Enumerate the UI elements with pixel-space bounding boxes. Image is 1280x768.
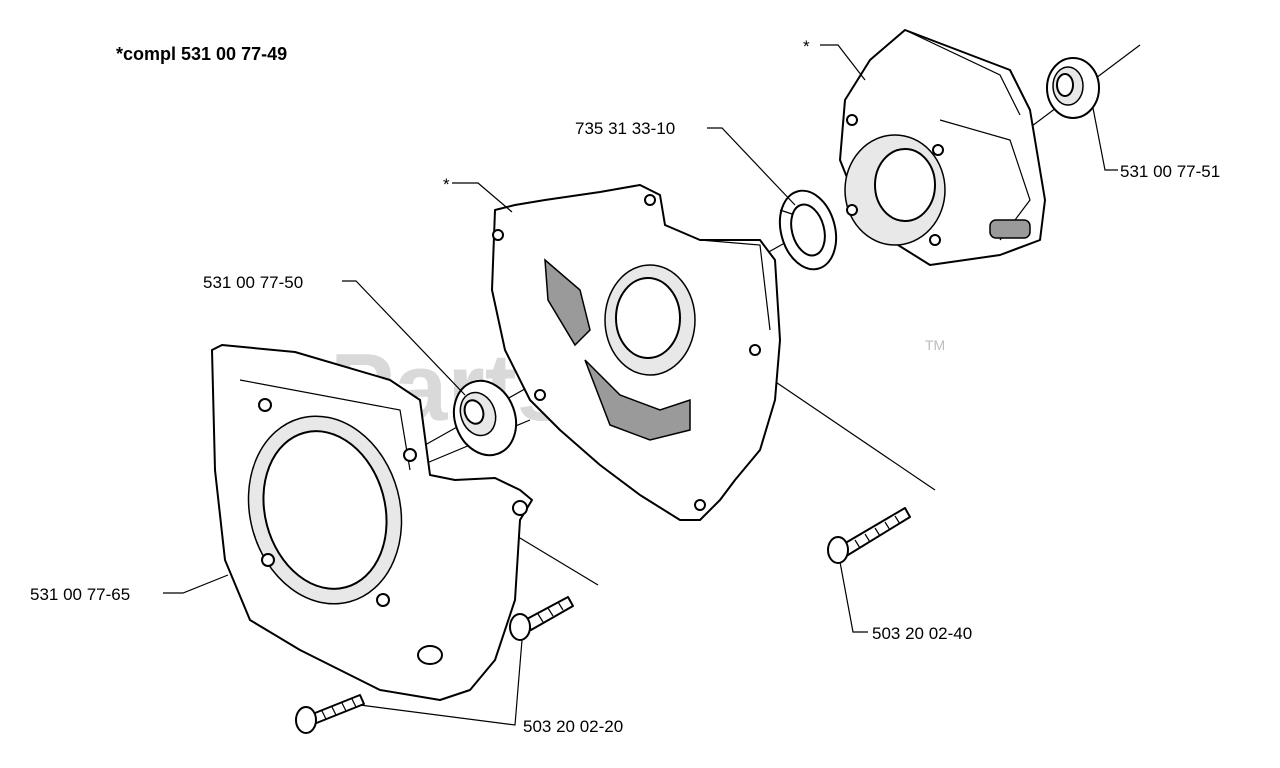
screw-short-upper bbox=[509, 596, 574, 641]
crankcase-half-right bbox=[839, 29, 1046, 266]
label-screw-short: 503 20 02-20 bbox=[523, 717, 623, 736]
seal-right bbox=[1046, 57, 1100, 119]
screw-short-lower bbox=[295, 694, 365, 734]
seal-left bbox=[452, 379, 518, 457]
assembly-title: *compl 531 00 77-49 bbox=[116, 44, 287, 64]
screw-long bbox=[827, 507, 911, 564]
label-cover: 531 00 77-65 bbox=[30, 585, 130, 604]
crankcase-half-middle bbox=[491, 184, 781, 521]
label-retaining-ring: 735 31 33-10 bbox=[575, 119, 675, 138]
retaining-ring bbox=[778, 189, 838, 271]
cover-housing bbox=[211, 344, 533, 701]
label-seal-right: 531 00 77-51 bbox=[1120, 162, 1220, 181]
label-seal-left: 531 00 77-50 bbox=[203, 273, 303, 292]
asterisk-middle-half: * bbox=[443, 175, 450, 194]
trademark-mark: TM bbox=[925, 337, 945, 353]
label-screw-long: 503 20 02-40 bbox=[872, 624, 972, 643]
leader-lines bbox=[163, 44, 1118, 726]
asterisk-right-half: * bbox=[803, 37, 810, 56]
